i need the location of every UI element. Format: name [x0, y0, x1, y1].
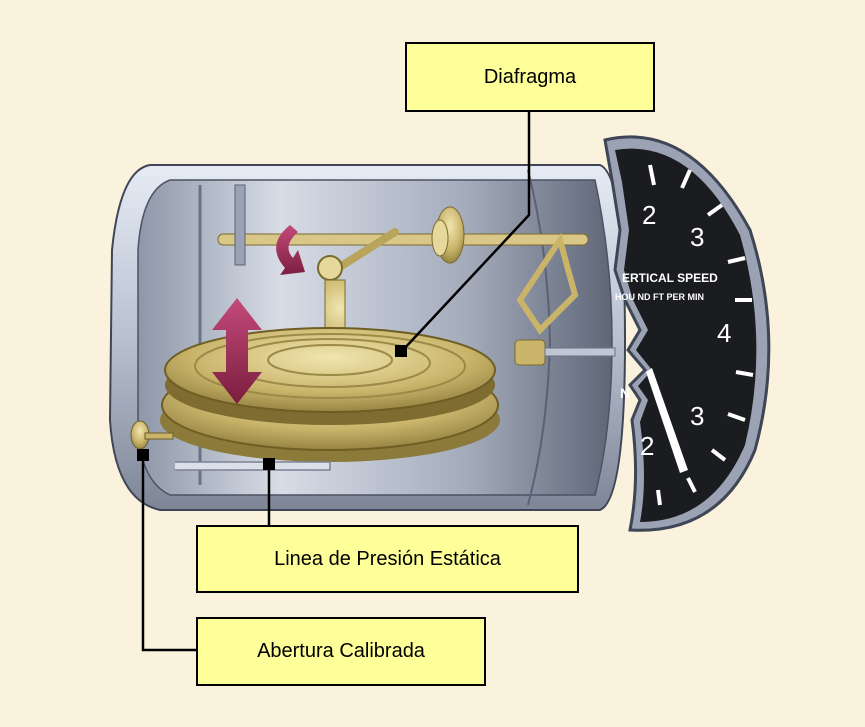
linea-marker — [263, 458, 275, 470]
static-pressure-line — [175, 461, 331, 471]
static-pressure-line-label: Linea de Presión Estática — [196, 525, 579, 593]
dial-needle — [646, 368, 688, 473]
dial-number: 3 — [690, 222, 704, 252]
calibrated-leak-label: Abertura Calibrada — [196, 617, 486, 686]
leader-lines — [141, 110, 531, 652]
abertura-marker — [137, 449, 149, 461]
diafragma-label: Diafragma — [405, 42, 655, 112]
calibrated-leak-fitting — [130, 420, 174, 450]
dial-number: 2 — [640, 431, 654, 461]
dial-number: 2 — [642, 200, 656, 230]
dial-number: 4 — [717, 318, 731, 348]
dial-side-letter: N — [620, 385, 630, 401]
diaphragm-capsule — [160, 327, 500, 462]
vertical-movement-arrow-icon — [212, 298, 262, 404]
instrument-face: ERTICAL SPEED HOU ND FT PER MIN 2 3 4 3 … — [603, 135, 771, 532]
dial-subtitle: HOU ND FT PER MIN — [615, 292, 704, 302]
dial-title: ERTICAL SPEED — [622, 271, 718, 285]
rotation-arrow-icon — [276, 225, 305, 275]
diafragma-marker — [395, 345, 407, 357]
dial-number: 3 — [690, 401, 704, 431]
